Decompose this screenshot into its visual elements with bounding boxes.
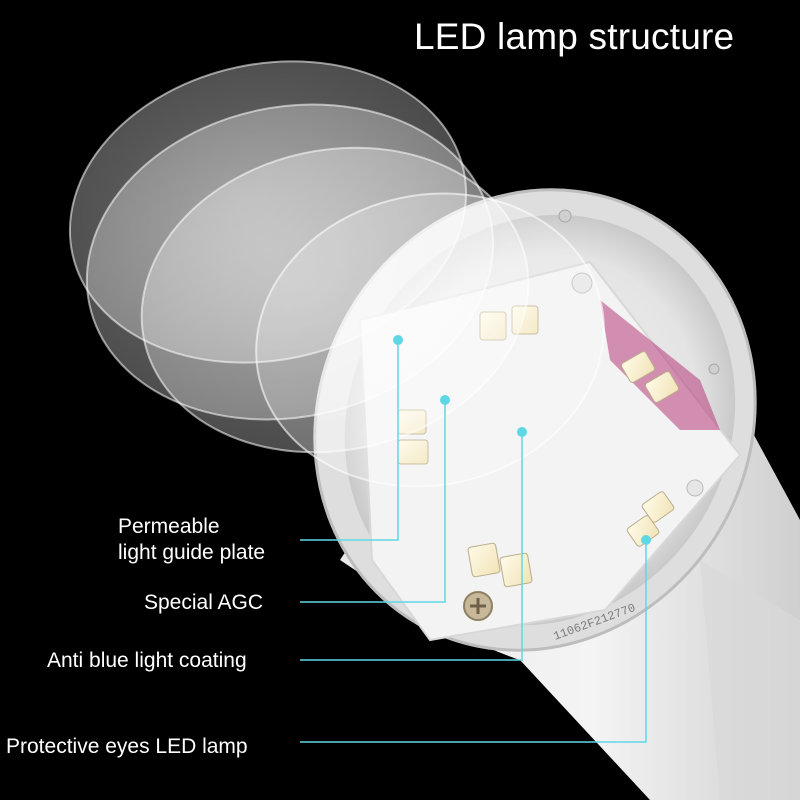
callout-lines bbox=[300, 340, 647, 743]
light-guide-disc bbox=[140, 146, 530, 454]
callout-dot-icon bbox=[393, 335, 403, 345]
callout-dots bbox=[393, 335, 651, 545]
label-anti-blue-coating: Anti blue light coating bbox=[47, 649, 247, 672]
callout-line-coating bbox=[300, 432, 523, 661]
rim-hole-icon bbox=[558, 209, 572, 223]
callout-dot-icon bbox=[440, 395, 450, 405]
callout-line-plate bbox=[300, 340, 399, 541]
screw-icon bbox=[463, 591, 493, 621]
callout-line-agc bbox=[300, 400, 446, 603]
pcb-hole-icon bbox=[686, 479, 704, 497]
callout-line-led bbox=[300, 540, 647, 743]
label-special-agc: Special AGC bbox=[144, 591, 264, 614]
label-light-guide-plate: Permeable light guide plate bbox=[118, 514, 265, 566]
light-guide-plates bbox=[68, 60, 605, 488]
diagram-title: LED lamp structure bbox=[414, 16, 735, 57]
callout-dot-icon bbox=[517, 427, 527, 437]
lamp-body-shade bbox=[700, 560, 800, 800]
light-guide-disc bbox=[255, 192, 605, 488]
label-plate-line2: light guide plate bbox=[118, 541, 266, 564]
callout-dot-icon bbox=[641, 535, 651, 545]
pcb-hole-icon bbox=[571, 272, 593, 294]
rim-hole-icon bbox=[708, 363, 720, 375]
label-led-lamp: Protective eyes LED lamp bbox=[6, 735, 248, 758]
label-plate-line1: Permeable bbox=[118, 515, 220, 538]
